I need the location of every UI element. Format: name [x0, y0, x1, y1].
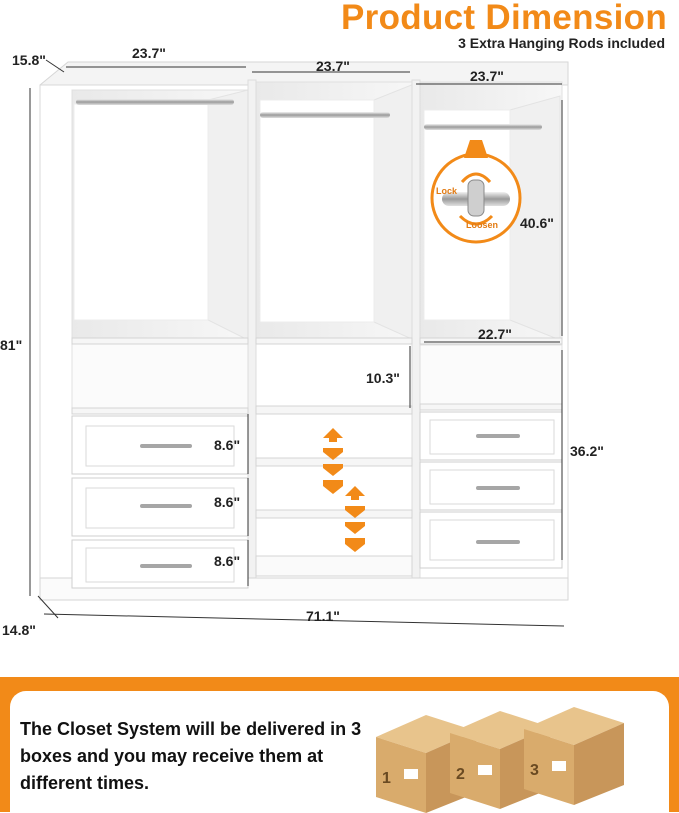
dim-depth-bottom: 14.8"	[2, 622, 36, 638]
box-3-number: 3	[530, 762, 539, 779]
dim-height-total: 81"	[0, 337, 23, 353]
box-2-number: 2	[456, 766, 465, 783]
hanging-rods	[76, 99, 542, 130]
page-title: Product Dimension	[341, 0, 667, 37]
adjustable-shelf-arrows	[323, 428, 365, 552]
dim-width-middle: 23.7"	[316, 58, 350, 74]
dim-depth-top: 15.8"	[12, 52, 46, 68]
shipping-boxes-icon: 1 2 3	[376, 707, 624, 813]
dim-drawer-1: 8.6"	[214, 437, 241, 453]
dim-hanging-height: 40.6"	[520, 215, 554, 231]
left-drawers	[71, 415, 249, 589]
delivery-panel: The Closet System will be delivered in 3…	[10, 691, 669, 813]
lock-label: Lock	[436, 186, 458, 196]
delivery-banner: The Closet System will be delivered in 3…	[0, 677, 679, 813]
dim-width-right: 23.7"	[470, 68, 504, 84]
rod-lock-detail	[430, 140, 522, 244]
box-1-number: 1	[382, 770, 391, 787]
dim-inner-width: 22.7"	[478, 326, 512, 342]
box-3: 3	[524, 707, 624, 805]
dim-width-left: 23.7"	[132, 45, 166, 61]
dimension-lines	[29, 59, 565, 627]
delivery-message: The Closet System will be delivered in 3…	[20, 719, 362, 793]
closet-diagram	[29, 59, 569, 627]
dim-width-total: 71.1"	[306, 608, 340, 624]
dim-lower-height: 36.2"	[570, 443, 604, 459]
dim-drawer-3: 8.6"	[214, 553, 241, 569]
loosen-label: Loosen	[466, 220, 499, 230]
dim-drawer-2: 8.6"	[214, 494, 241, 510]
right-drawers	[419, 411, 563, 569]
dim-shelf-height: 10.3"	[366, 370, 400, 386]
page-subtitle: 3 Extra Hanging Rods included	[458, 35, 665, 51]
